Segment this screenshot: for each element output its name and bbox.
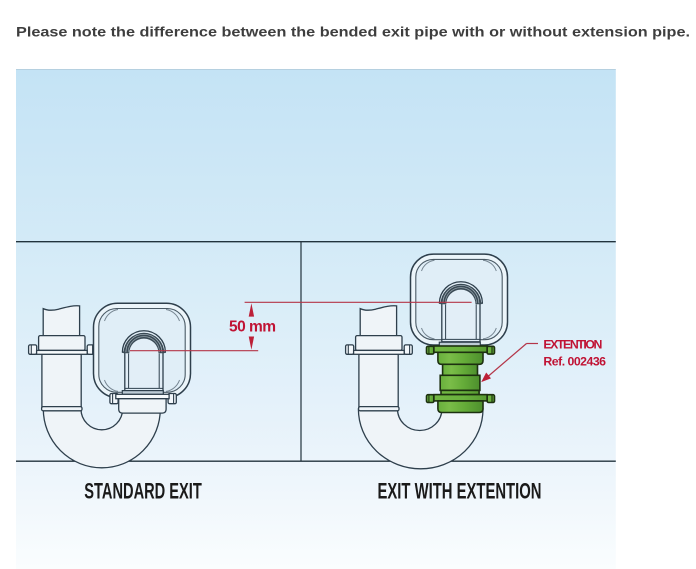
svg-text:EXIT WITH EXTENTION: EXIT WITH EXTENTION [378,479,542,504]
svg-text:STANDARD EXIT: STANDARD EXIT [84,479,202,504]
svg-text:50 mm: 50 mm [229,319,276,336]
svg-text:EXTENTION: EXTENTION [543,338,602,352]
svg-text:Ref. 002436: Ref. 002436 [543,355,606,369]
svg-text:Please note the difference bet: Please note the difference between the b… [16,23,690,39]
